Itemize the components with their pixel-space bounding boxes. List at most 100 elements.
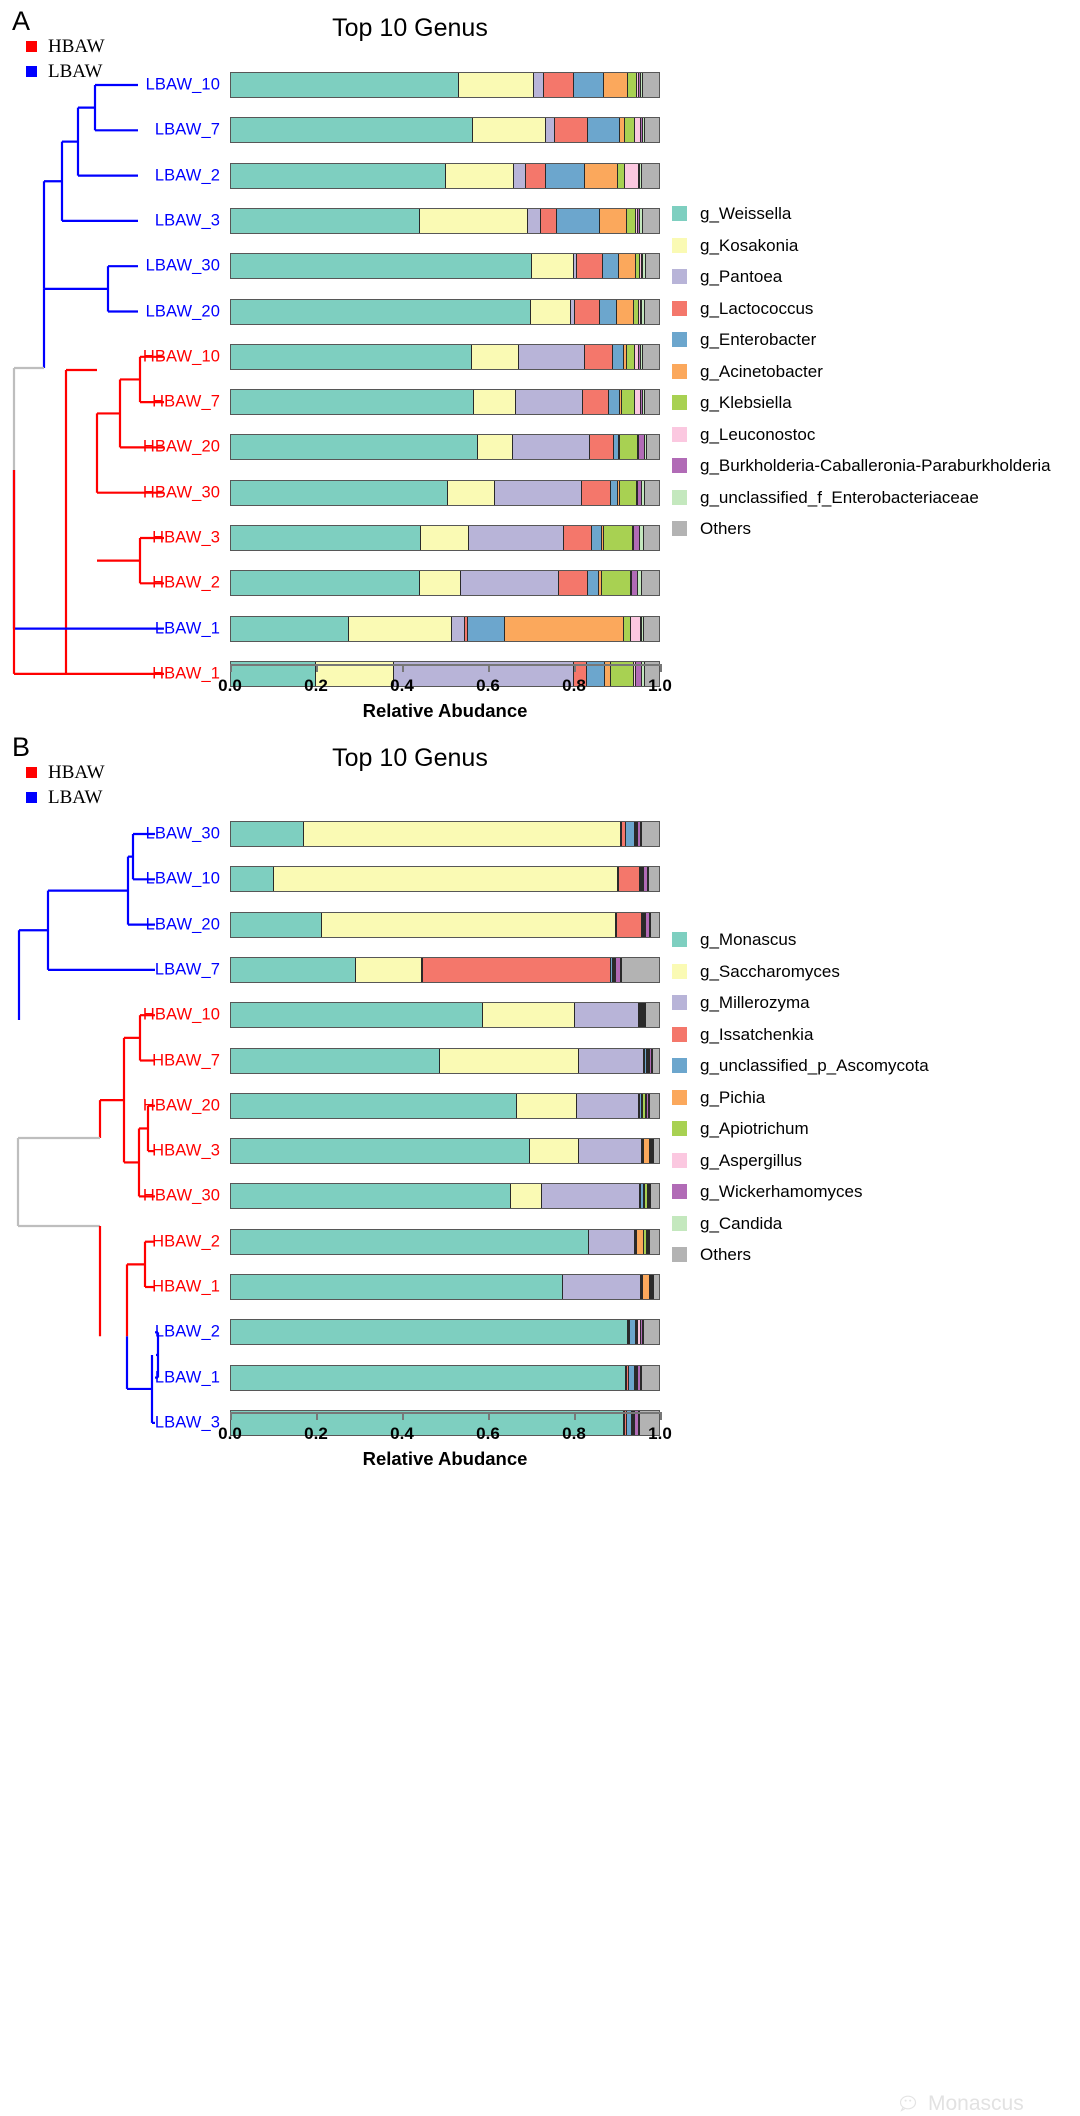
bar-segment [639, 1003, 641, 1028]
bar-segment [632, 526, 635, 550]
bar-segment [619, 118, 626, 143]
bar-segment [628, 1320, 630, 1345]
bar-segment [635, 661, 642, 686]
axis-tick [402, 664, 404, 672]
bar-segment [640, 867, 642, 892]
stacked-bar-row [230, 1002, 660, 1029]
bar-segment [613, 435, 620, 460]
legend-item: g_Monascus [672, 924, 929, 956]
group-legend-label: HBAW [48, 36, 105, 57]
bar-segment [604, 73, 628, 97]
bar-segment [637, 73, 640, 97]
bar-segment [638, 208, 641, 233]
bar-segment [585, 344, 613, 369]
bar-segment [421, 957, 423, 982]
axis-tick-label: 0.8 [562, 676, 586, 695]
bar-segment [556, 208, 600, 233]
bar-segment [563, 1275, 641, 1299]
group-legend-item-hbaw: HBAW [26, 760, 105, 785]
bar-segment [640, 208, 643, 233]
legend-item: g_Kosakonia [672, 230, 1051, 262]
bar-segment [231, 1139, 530, 1164]
bar-segment [472, 344, 520, 369]
stacked-bar-row [230, 253, 660, 280]
bar-segment [646, 912, 650, 937]
legend-item: g_Acinetobacter [672, 356, 1051, 388]
tip-label-hbaw_2: HBAW_2 [152, 1232, 220, 1251]
bar-segment [231, 957, 356, 982]
bar-segment [634, 1410, 640, 1435]
bar-segment [618, 480, 620, 505]
group-legend-label: LBAW [48, 787, 103, 808]
bar-segment [638, 1003, 640, 1028]
legend-item: g_Saccharomyces [672, 956, 929, 988]
legend-swatch [672, 995, 687, 1011]
bar-segment [644, 299, 659, 324]
legend-swatch [672, 363, 687, 379]
bar-segment [592, 526, 602, 550]
bar-segment [231, 299, 531, 324]
bar-segment [650, 912, 659, 937]
legend-label: g_Pantoea [700, 267, 783, 287]
tip-label-lbaw_30: LBAW_30 [145, 824, 220, 843]
bar-segment [644, 118, 659, 143]
bar-segment [642, 254, 644, 279]
bar-segment [648, 867, 660, 892]
bar-segment [636, 1365, 638, 1390]
bar-segment [622, 957, 659, 982]
tip-label-lbaw_1: LBAW_1 [154, 619, 220, 638]
bar-segment [231, 661, 316, 686]
bar-segment [643, 1320, 645, 1345]
bar-segment [478, 435, 514, 460]
bar-segment [634, 661, 636, 686]
bar-segment [650, 1184, 652, 1209]
legend-label: g_Issatchenkia [700, 1024, 814, 1044]
bar-segment [648, 1093, 650, 1118]
bar-segment [649, 1229, 651, 1254]
axis-tick [230, 1412, 232, 1420]
bar-segment [231, 1365, 627, 1390]
bar-segment [587, 661, 606, 686]
bar-segment [642, 163, 659, 188]
legend-item: g_Lactococcus [672, 293, 1051, 325]
bar-segment [231, 526, 422, 550]
bar-segment [625, 163, 639, 188]
bar-segment [643, 1048, 645, 1073]
bar-segment [618, 867, 641, 892]
bar-segment [649, 1093, 660, 1118]
bar-segment [645, 254, 659, 279]
legend-item: g_Enterobacter [672, 324, 1051, 356]
stacked-bar-row [230, 1364, 660, 1391]
bar-segment [231, 1093, 518, 1118]
bar-segment [273, 867, 618, 892]
stacked-bar-row [230, 207, 660, 234]
bar-segment [645, 912, 647, 937]
bar-segment [612, 957, 614, 982]
panel-letter-a: A [12, 6, 31, 36]
legend-item: g_Apiotrichum [672, 1113, 929, 1145]
stacked-bar-row [230, 1092, 660, 1119]
bar-segment [231, 73, 459, 97]
stacked-bar-row [230, 660, 660, 687]
bar-segment [624, 1410, 626, 1435]
bar-segment [599, 208, 628, 233]
bar-segment [467, 616, 506, 641]
tip-label-hbaw_20: HBAW_20 [142, 1096, 220, 1115]
legend-swatch [672, 1026, 687, 1042]
legend-item: g_Weissella [672, 198, 1051, 230]
bar-segment [642, 299, 645, 324]
bar-segment [231, 344, 473, 369]
tip-label-lbaw_10: LBAW_10 [145, 869, 220, 888]
bar-segment [640, 1184, 642, 1209]
bar-segment [629, 1320, 631, 1345]
legend-label: g_Pichia [700, 1087, 766, 1107]
bar-segment [304, 822, 621, 846]
bar-segment [571, 299, 575, 324]
bar-segment [649, 912, 651, 937]
bar-segment [641, 822, 643, 846]
legend-item: g_Millerozyma [672, 987, 929, 1019]
bar-segment [615, 957, 622, 982]
bar-segment [644, 1048, 648, 1073]
group-legend-label: LBAW [48, 61, 103, 82]
